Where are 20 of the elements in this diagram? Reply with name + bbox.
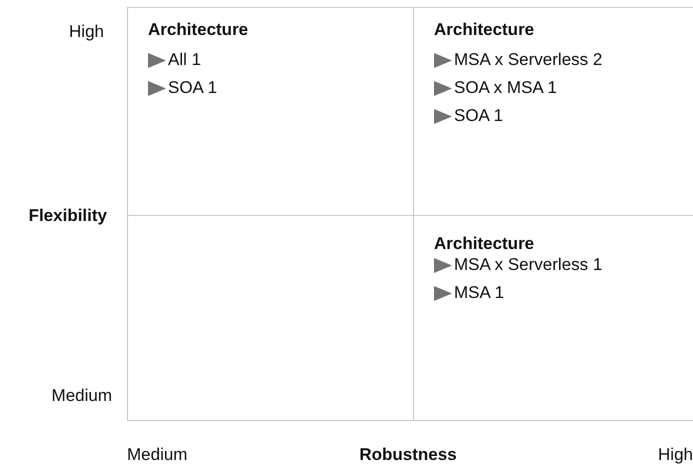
list-item: MSA x Serverless 1 (454, 255, 602, 275)
axis-title: Flexibility (28, 206, 107, 226)
quadrant-panel (413, 7, 693, 215)
list-item: All 1 (168, 50, 202, 70)
list-item: SOA x MSA 1 (454, 78, 557, 98)
axis-level-label: High (658, 445, 693, 465)
quadrant-heading: Architecture (434, 234, 534, 254)
quadrant-panel (127, 215, 413, 421)
quadrant-panel (413, 215, 693, 421)
list-item: SOA 1 (168, 78, 218, 98)
axis-level-label: High (69, 22, 104, 42)
list-item: MSA x Serverless 2 (454, 50, 602, 70)
axis-title: Robustness (359, 445, 457, 465)
quadrant-heading: Architecture (148, 20, 248, 40)
list-item: SOA 1 (454, 106, 504, 126)
axis-level-label: Medium (52, 386, 112, 406)
list-item: MSA 1 (454, 283, 504, 303)
quadrant-heading: Architecture (434, 20, 534, 40)
axis-level-label: Medium (127, 445, 188, 465)
quadrant-panel (127, 7, 413, 215)
